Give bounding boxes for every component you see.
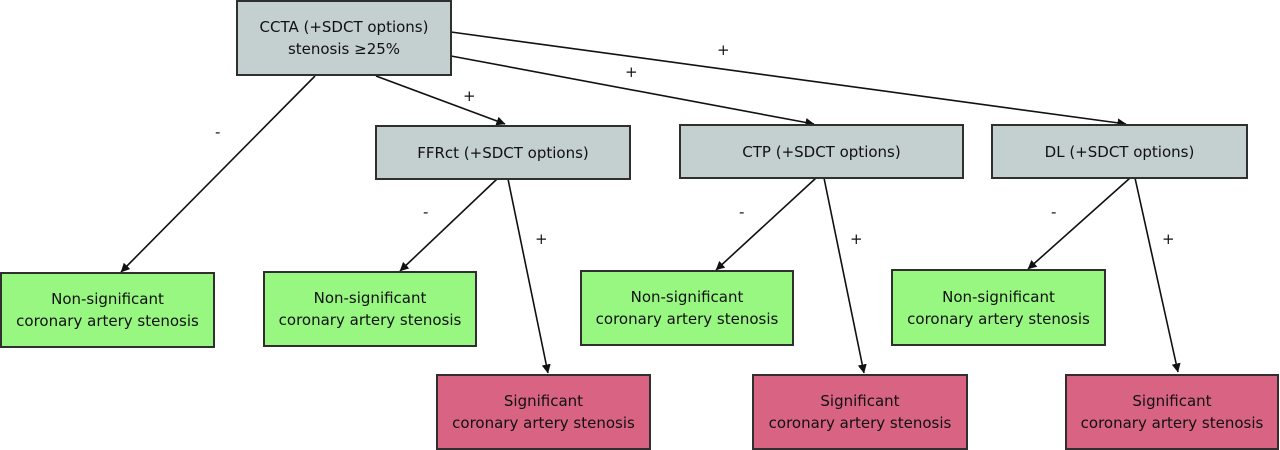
arrow-ctp-to-nonsig bbox=[715, 177, 817, 271]
sig-box-dl: Significant coronary artery stenosis bbox=[1065, 374, 1279, 450]
sign-root-ffrct: + bbox=[463, 87, 476, 105]
nonsig-box-ccta: Non-significant coronary artery stenosis bbox=[0, 272, 215, 348]
nonsig-sublabel: coronary artery stenosis bbox=[907, 309, 1090, 328]
sign-dl-sig: + bbox=[1162, 230, 1175, 248]
ccta-label: CCTA (+SDCT options) bbox=[259, 18, 429, 36]
arrow-root-to-nonsig bbox=[120, 75, 316, 273]
arrow-dl-to-nonsig bbox=[1027, 177, 1131, 270]
nonsig-label: Non-significant bbox=[313, 289, 427, 307]
sign-dl-nonsig: - bbox=[1051, 203, 1057, 221]
sign-root-nonsig: - bbox=[215, 123, 221, 141]
ctp-box: CTP (+SDCT options) bbox=[679, 124, 964, 179]
ffrct-label: FFRct (+SDCT options) bbox=[417, 143, 589, 162]
sig-sublabel: coronary artery stenosis bbox=[452, 414, 635, 432]
arrow-root-to-ffrct bbox=[375, 75, 506, 126]
arrow-root-to-ctp bbox=[450, 55, 815, 127]
nonsig-box-dl: Non-significant coronary artery stenosis bbox=[891, 269, 1106, 346]
nonsig-label: Non-significant bbox=[51, 290, 164, 308]
nonsig-sublabel: coronary artery stenosis bbox=[16, 312, 199, 330]
ffrct-box: FFRct (+SDCT options) bbox=[375, 125, 631, 180]
nonsig-sublabel: coronary artery stenosis bbox=[278, 311, 462, 329]
sig-label: Significant bbox=[1132, 392, 1212, 410]
arrow-ffrct-to-sig bbox=[507, 178, 551, 374]
arrow-ctp-to-sig bbox=[823, 177, 867, 374]
sig-sublabel: coronary artery stenosis bbox=[768, 414, 952, 432]
ccta-threshold: stenosis ≥25% bbox=[287, 40, 401, 58]
sig-box-ctp: Significant coronary artery stenosis bbox=[752, 374, 968, 450]
sign-ffrct-nonsig: - bbox=[423, 203, 429, 221]
sign-ctp-sig: + bbox=[850, 230, 863, 248]
sign-ctp-nonsig: - bbox=[739, 203, 745, 221]
nonsig-box-ctp: Non-significant coronary artery stenosis bbox=[580, 270, 794, 346]
nonsig-label: Non-significant bbox=[630, 288, 744, 306]
sig-label: Significant bbox=[820, 392, 900, 410]
ccta-box: CCTA (+SDCT options) stenosis ≥25% bbox=[236, 0, 452, 76]
ctp-label: CTP (+SDCT options) bbox=[742, 142, 901, 161]
arrow-dl-to-sig bbox=[1134, 177, 1181, 373]
dl-box: DL (+SDCT options) bbox=[991, 124, 1248, 179]
arrow-ffrct-to-nonsig bbox=[399, 178, 498, 272]
nonsig-box-ffrct: Non-significant coronary artery stenosis bbox=[263, 271, 477, 347]
sig-box-ffrct: Significant coronary artery stenosis bbox=[436, 374, 651, 450]
dl-label: DL (+SDCT options) bbox=[1044, 142, 1195, 161]
sign-root-ctp: + bbox=[625, 63, 638, 81]
sign-root-dl: + bbox=[717, 41, 730, 59]
sig-label: Significant bbox=[503, 392, 584, 410]
sig-sublabel: coronary artery stenosis bbox=[1080, 414, 1264, 432]
arrow-root-to-dl bbox=[450, 31, 1127, 128]
nonsig-sublabel: coronary artery stenosis bbox=[595, 310, 779, 328]
sign-ffrct-sig: + bbox=[535, 230, 548, 248]
nonsig-label: Non-significant bbox=[942, 287, 1055, 306]
